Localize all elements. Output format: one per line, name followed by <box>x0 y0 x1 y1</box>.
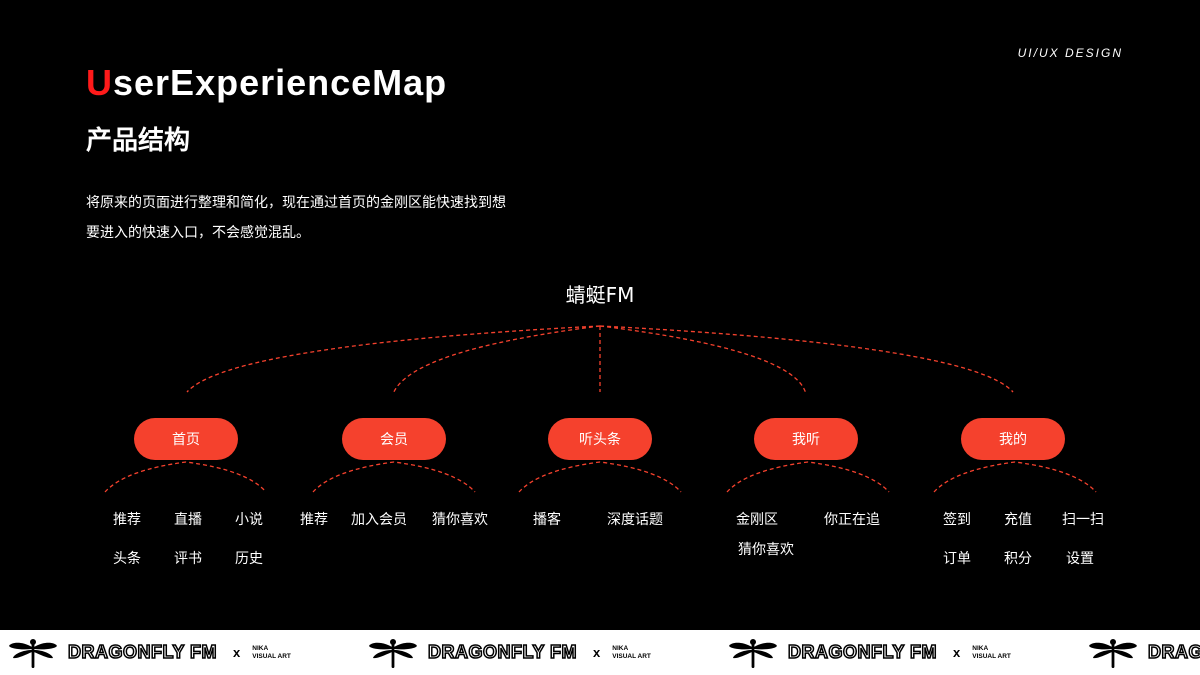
section-tag: UI/UX DESIGN <box>1017 46 1123 60</box>
page-subtitle: 产品结构 <box>86 126 191 156</box>
leaf-home-6: 历史 <box>235 551 263 567</box>
footer-brand-3: DRAGONFLY FM x NIKA VISUAL ART <box>728 630 1011 675</box>
dragonfly-icon <box>729 638 777 668</box>
partner-name: NIKA VISUAL ART <box>612 645 651 661</box>
leaf-headlines-2: 深度话题 <box>607 512 663 528</box>
footer-brand-2: DRAGONFLY FM x NIKA VISUAL ART <box>368 630 651 675</box>
leaf-mine-5: 积分 <box>1004 551 1032 567</box>
leaf-headlines-1: 播客 <box>533 512 561 528</box>
branch-listening: 我听 <box>754 418 858 460</box>
leaf-listening-3: 猜你喜欢 <box>738 542 794 558</box>
connector-branch-1-leaves <box>104 461 267 493</box>
branch-headlines: 听头条 <box>548 418 652 460</box>
leaf-member-1: 推荐 <box>300 512 328 528</box>
leaf-mine-3: 扫一扫 <box>1062 512 1104 528</box>
leaf-mine-2: 充值 <box>1004 512 1032 528</box>
partner-line-2: VISUAL ART <box>972 652 1011 660</box>
brand-name: DRAGONFLY FM <box>1147 641 1200 663</box>
brand-name: DRAGONFLY FM <box>427 641 578 663</box>
description-line-1: 将原来的页面进行整理和简化，现在通过首页的金刚区能快速找到想 <box>86 195 506 211</box>
connector-branch-5-leaves <box>933 461 1097 493</box>
leaf-member-2: 加入会员 <box>351 512 407 528</box>
connector-branch-3-leaves <box>518 461 682 493</box>
dragonfly-icon <box>9 638 57 668</box>
connector-root-branch-5 <box>599 325 1014 393</box>
connector-root-branch-1 <box>186 325 601 393</box>
partner-line-2: VISUAL ART <box>612 652 651 660</box>
title-rest: serExperienceMap <box>113 62 448 103</box>
partner-line-1: NIKA <box>612 644 629 652</box>
leaf-mine-1: 签到 <box>943 512 971 528</box>
partner-name: NIKA VISUAL ART <box>972 645 1011 661</box>
connector-root-branch-4 <box>599 325 807 395</box>
leaf-listening-1: 金刚区 <box>736 512 778 528</box>
branch-mine: 我的 <box>961 418 1065 460</box>
leaf-home-1: 推荐 <box>113 512 141 528</box>
branch-member: 会员 <box>342 418 446 460</box>
leaf-home-3: 小说 <box>235 512 263 528</box>
leaf-home-4: 头条 <box>113 551 141 567</box>
partner-name: NIKA VISUAL ART <box>252 645 291 661</box>
collab-times: x <box>593 645 601 660</box>
branch-home: 首页 <box>134 418 238 460</box>
leaf-home-5: 评书 <box>174 551 202 567</box>
connector-root-branch-2 <box>392 325 601 395</box>
partner-line-1: NIKA <box>972 644 989 652</box>
leaf-mine-4: 订单 <box>943 551 971 567</box>
description: 将原来的页面进行整理和简化，现在通过首页的金刚区能快速找到想 要进入的快速入口，… <box>86 188 556 248</box>
footer-banner: DRAGONFLY FM x NIKA VISUAL ART DRAGONFLY… <box>0 630 1200 675</box>
footer-brand-1: DRAGONFLY FM x NIKA VISUAL ART <box>8 630 291 675</box>
description-line-2: 要进入的快速入口，不会感觉混乱。 <box>86 225 310 241</box>
footer-brand-4: DRAGONFLY FM <box>1088 630 1200 675</box>
leaf-mine-6: 设置 <box>1066 551 1094 567</box>
leaf-home-2: 直播 <box>174 512 202 528</box>
leaf-member-3: 猜你喜欢 <box>432 512 488 528</box>
dragonfly-icon <box>1089 638 1137 668</box>
connector-branch-4-leaves <box>726 461 890 493</box>
brand-name: DRAGONFLY FM <box>67 641 218 663</box>
page-title: UserExperienceMap <box>86 62 447 104</box>
partner-line-2: VISUAL ART <box>252 652 291 660</box>
tree-root-label: 蜻蜓FM <box>565 283 635 307</box>
connector-branch-2-leaves <box>312 461 476 493</box>
leaf-listening-2: 你正在追 <box>824 512 880 528</box>
title-accent-letter: U <box>86 62 113 103</box>
brand-name: DRAGONFLY FM <box>787 641 938 663</box>
collab-times: x <box>953 645 961 660</box>
dragonfly-icon <box>369 638 417 668</box>
partner-line-1: NIKA <box>252 644 269 652</box>
collab-times: x <box>233 645 241 660</box>
